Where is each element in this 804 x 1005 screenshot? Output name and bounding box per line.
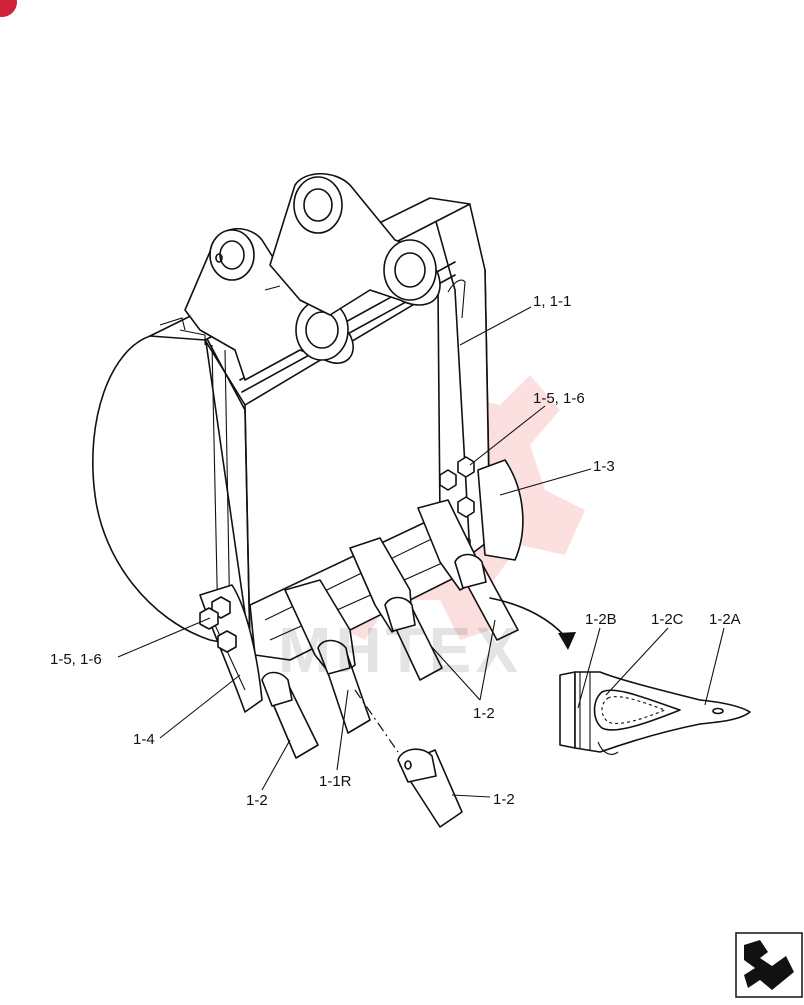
callout-1-2-center: 1-2 — [473, 705, 495, 722]
tooth-point-2 — [317, 639, 371, 734]
mounting-bracket-right — [264, 173, 441, 316]
watermark-text: MHTEX — [278, 614, 522, 686]
callout-1-3: 1-3 — [593, 458, 615, 475]
callout-1-2-bottom: 1-2 — [493, 791, 515, 808]
corner-badge-icon — [0, 0, 17, 17]
callout-1-2-left: 1-2 — [246, 792, 268, 809]
bolt-right-upper — [457, 456, 475, 478]
next-page-arrow-icon[interactable] — [735, 932, 803, 998]
mounting-bracket-left — [184, 227, 354, 381]
detached-tooth — [397, 748, 463, 828]
callout-1-5-1-6-left: 1-5, 1-6 — [50, 651, 102, 668]
callout-1-2b: 1-2B — [585, 611, 617, 628]
leader-lines — [117, 306, 725, 798]
tooth-point-1 — [261, 671, 319, 759]
callout-1-2a: 1-2A — [709, 611, 741, 628]
bolt-left-lower — [217, 630, 237, 653]
side-cutter-left — [199, 584, 263, 713]
detail-arrow-head — [558, 632, 576, 650]
tooth-point-3 — [384, 596, 443, 681]
callout-1-2c: 1-2C — [651, 611, 684, 628]
callout-1-1r: 1-1R — [319, 773, 352, 790]
assembly-centerline — [354, 689, 399, 753]
callout-1-4: 1-4 — [133, 731, 155, 748]
callout-1-5-1-6-right: 1-5, 1-6 — [533, 390, 585, 407]
callout-1-1-1: 1, 1-1 — [533, 293, 571, 310]
bolt-right-lower — [457, 496, 475, 518]
tooth-point-4 — [454, 553, 519, 641]
bolt-right-mid — [439, 469, 457, 491]
tooth-detail — [559, 671, 751, 755]
